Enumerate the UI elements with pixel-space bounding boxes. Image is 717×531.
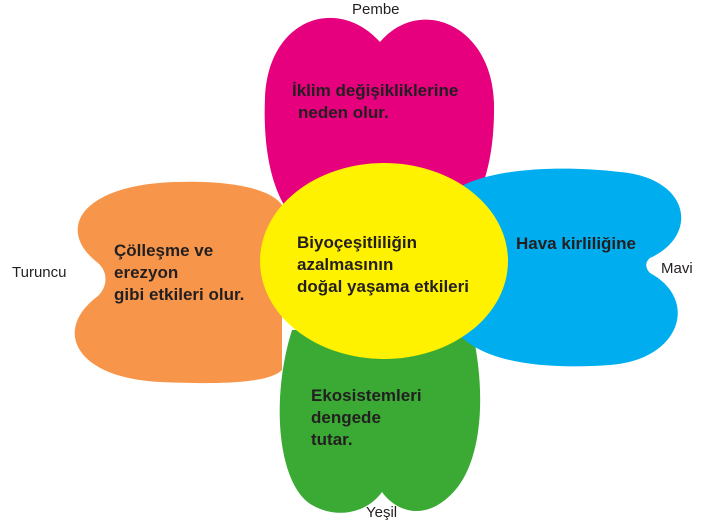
center-text: Biyoçeşitliliğin azalmasının doğal yaşam… [297,232,469,298]
petal-orange-text: Çölleşme ve erezyon gibi etkileri olur. [114,240,244,306]
petal-green-text: Ekosistemleri dengede tutar. [311,385,422,451]
petal-orange-line-1: Çölleşme ve [114,241,214,260]
center-line-1: Biyoçeşitliliğin [297,233,417,252]
petal-blue-text: Hava kirliliğine [516,233,636,255]
petal-blue-line-1: Hava kirliliğine [516,234,636,253]
label-yesil: Yeşil [366,504,398,521]
center-line-3: doğal yaşama etkileri [297,277,469,296]
petal-pink-line-2: neden olur. [298,103,389,122]
center-line-2: azalmasının [297,255,394,274]
petal-green-shape [279,330,481,513]
petal-pink-line-1: İklim değişikliklerine [292,81,459,100]
label-turuncu: Turuncu [12,264,67,281]
label-mavi: Mavi [661,260,693,277]
petal-orange-line-2: erezyon [114,263,179,282]
petal-green-line-3: tutar. [311,430,353,449]
petal-orange-shape [74,181,282,384]
petal-green-line-2: dengede [311,408,381,427]
center-circle [260,163,508,359]
petal-green-line-1: Ekosistemleri [311,386,422,405]
petal-pink-text: İklim değişikliklerine neden olur. [292,80,458,124]
label-pembe: Pembe [352,1,400,18]
petal-orange-line-3: gibi etkileri olur. [114,285,245,304]
petal-blue-shape [455,168,682,367]
